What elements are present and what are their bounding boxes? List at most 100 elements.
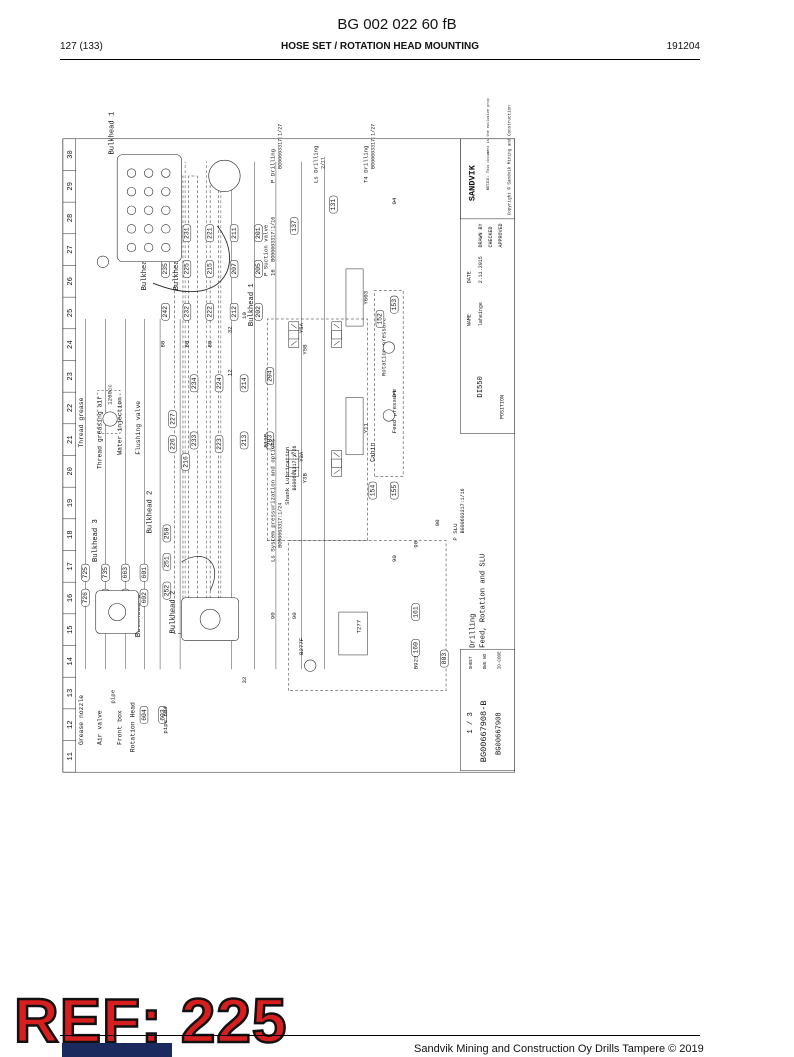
function-label-rotation-head: Rotation Head [129,702,136,752]
bulkhead-3-label: Bulkhead 3 [92,519,100,562]
brand-logo: SANDVIK [468,164,478,201]
p-slu-label: P SLU [452,523,459,541]
valve-symbol [331,321,342,348]
hose-tag: 225 [182,260,192,278]
lubrication-pump [338,611,368,656]
shank-label: Shank Lubrication [284,447,291,505]
p-drilling-label: P Drilling [269,149,276,183]
hose-tag: 204 [265,367,275,385]
column-number: 13 [67,689,75,698]
date-code: 191204 [666,41,700,52]
hose-tag: 153 [390,295,399,314]
column-number: 12 [67,720,75,729]
hose-tag-number: 735 [102,567,109,579]
hose-tag: 232 [182,302,192,321]
brand-box [460,138,515,220]
port-size: 90 [412,540,419,547]
sensor-b923l: B923L [412,652,419,670]
bulkhead-1-label: Bulkhead 1 [109,112,117,155]
hose-tag-number: 212 [231,306,238,318]
hose-tag: 216 [181,453,190,471]
p-drilling-code: BG00603317:1/27 [278,124,284,169]
solenoid-y3b: Y3B [302,473,309,484]
pipe-label: pipe [109,689,116,703]
hose-tag-number: 207 [231,263,238,275]
port-size: 10 [241,312,248,319]
hose-tag-number: 215 [207,263,214,275]
port-size: 1260cc [106,384,113,405]
hose-tag: 161 [411,603,420,621]
hose-tag: 227 [168,410,177,428]
function-label-thread-greasing-air: Thread greasing air [96,396,103,469]
sheet-label: SHEET [469,656,474,669]
hose-tag: 205 [254,260,263,278]
column-number: 15 [67,625,75,634]
hose-tag-number: 203 [267,435,274,447]
title-date-header: DATE [466,271,472,283]
hydraulic-schematic: 1112131415161718192021222324252627282930… [62,0,515,773]
hose-tag: 215 [205,260,214,278]
column-number: 19 [67,499,75,508]
bulkhead-2-label: Bulkhead 2 [173,248,181,291]
hose-tag-number: 202 [255,306,262,318]
hose-tag-number: 211 [231,227,238,239]
column-number: 11 [67,752,75,761]
hose-tag: 213 [239,431,249,450]
bulkhead-3-label: Bulkhead 3 [141,248,149,291]
hose-tag-number: 155 [391,485,398,497]
cabin-label: Cabin [370,443,377,462]
hose-tag-number: 213 [241,435,248,447]
function-label-flushing-valve: Flushing valve [135,401,142,455]
hose-tag: 221 [205,224,214,242]
hose-tag: 242 [161,302,170,321]
footer-divider [60,1035,700,1036]
id-label: ID-CODE [497,651,502,669]
hose-tag-number: 226 [169,438,176,450]
sheet-info-box [460,648,515,772]
title-drawn-by: DRAWN BY [478,223,484,247]
footer-logo [62,1043,172,1057]
hose-tag: 803 [440,649,449,668]
header-divider [60,59,700,60]
port-size: 12 [227,369,234,376]
hose-tag: 603 [158,706,167,724]
hose-tag-number: 601 [141,567,148,579]
dwg-number: BG00667908-B [479,701,489,763]
hose-tag: 235 [161,260,170,278]
column-number: 26 [67,277,75,286]
hose-tag: 250 [162,524,172,543]
hose-tag-number: 131 [330,199,337,211]
hose-tag-number: 214 [241,377,248,389]
hose-tag: 222 [205,302,214,321]
hose-tag-number: 153 [391,299,398,311]
ls-system-label: Ls System pressurization and options [269,439,276,562]
shank-lubrication-block [288,540,447,691]
bulkhead-2-label: Bulkhead 2 [147,491,155,534]
ls-drilling-label: Ls Drilling [312,145,319,183]
ls-system-code: BG00603317:1/24 [278,503,284,548]
hose-tag: 602 [139,588,149,607]
ls-drilling-code: 2/11 [321,157,327,169]
bulkhead-3-label: Bulkhead 3 [135,594,143,637]
hose-tag: 726 [81,588,90,607]
port-size: 90 [291,612,298,619]
hose-tag-number: 602 [141,592,148,604]
hose-tag: 224 [214,374,224,393]
bulkhead-1-illustration [116,154,241,293]
port-size: 80 [159,340,166,347]
port-size: 90 [434,519,441,526]
control-valve-block [267,318,368,541]
hose-tag-number: 252 [164,585,171,597]
document-id: BG 002 022 60 fB [337,16,457,33]
valve-symbol [288,321,300,348]
pressure-switch-icon [304,659,317,672]
hose-tag: 663 [121,563,130,582]
hose-tag-number: 726 [82,592,89,604]
solenoid-y11: Y11 [362,422,369,433]
sensor-b277f: B277F [298,637,305,655]
port-size: 80 [184,340,191,347]
solenoid-y5a: Y5A [298,322,305,333]
solenoid-y603: Y603 [362,290,369,304]
title-notice: NOTICE: This document is the exclusive p… [486,98,491,190]
